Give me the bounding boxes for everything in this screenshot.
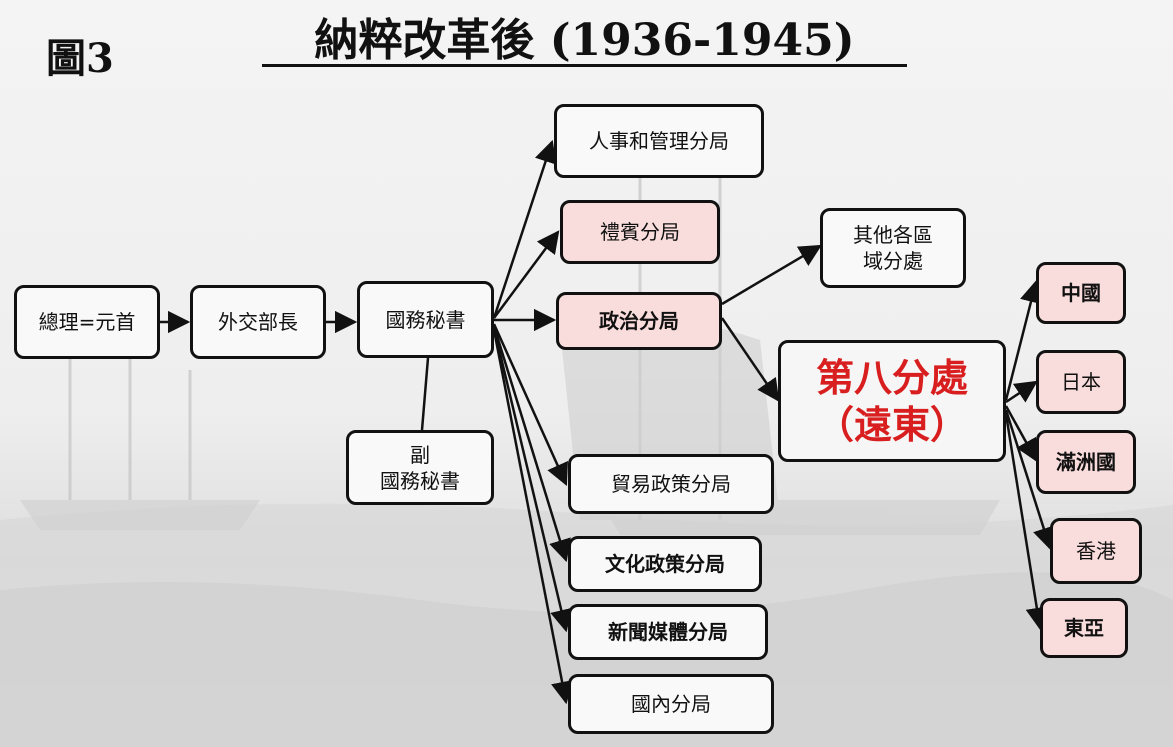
arrow-to-section-eight (720, 317, 780, 402)
node-section-eight-line-1: 第八分處 (815, 354, 968, 400)
node-culture: 文化政策分局 (568, 536, 762, 592)
node-premier: 總理=元首 (14, 285, 160, 359)
node-japan: 日本 (1036, 350, 1126, 414)
node-deputy-line-1: 副 (410, 442, 430, 467)
title-underline (262, 64, 907, 67)
node-other-regions-line-2: 域分處 (863, 249, 923, 273)
node-other-regions-line-1: 其他各區 (853, 223, 933, 247)
node-deputy-line-2: 國務秘書 (380, 468, 460, 493)
arrow-to-east-asia (1004, 413, 1048, 631)
diagram-title: 納粹改革後 (1936-1945) (314, 15, 855, 66)
node-political: 政治分局 (556, 292, 722, 350)
node-manchukuo: 滿洲國 (1036, 430, 1136, 494)
figure-label: 圖3 (46, 35, 114, 82)
node-china: 中國 (1036, 262, 1126, 324)
arrow-to-press (492, 327, 573, 633)
node-press: 新聞媒體分局 (568, 604, 768, 660)
node-other-regions: 其他各區 域分處 (820, 208, 966, 288)
node-personnel: 人事和管理分局 (554, 104, 764, 178)
node-domestic: 國內分局 (568, 674, 774, 734)
node-hongkong: 香港 (1050, 518, 1142, 584)
arrow-to-trade (492, 323, 568, 487)
node-protocol: 禮賓分局 (560, 200, 720, 264)
arrow-to-culture (492, 325, 571, 563)
node-section-eight-far-east: 第八分處 （遠東） (778, 340, 1006, 462)
node-section-eight-line-2: （遠東） (815, 402, 968, 447)
arrow-to-japan (1005, 380, 1038, 404)
node-deputy-state-secretary: 副 國務秘書 (346, 430, 494, 505)
arrow-to-other-regions (721, 244, 822, 306)
node-east-asia: 東亞 (1040, 598, 1128, 658)
node-foreign-minister: 外交部長 (190, 285, 326, 359)
arrow-to-domestic (492, 329, 574, 705)
arrow-to-personnel (492, 139, 557, 319)
line-secretary-to-deputy (420, 357, 430, 431)
arrow-to-manchukuo (1004, 405, 1038, 462)
arrow-to-hongkong (1004, 409, 1055, 551)
arrow-to-protocol (492, 230, 560, 319)
node-trade: 貿易政策分局 (568, 454, 774, 514)
arrow-to-china (1004, 279, 1042, 401)
node-state-secretary: 國務秘書 (357, 281, 494, 358)
